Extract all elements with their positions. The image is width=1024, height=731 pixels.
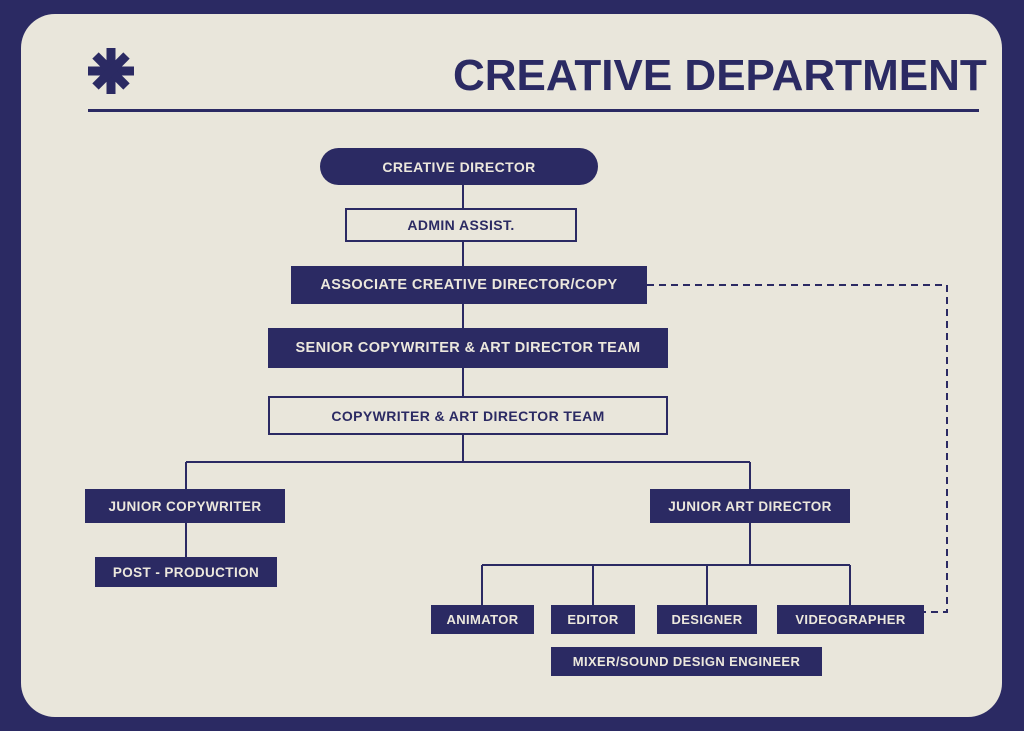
- org-node-junior-copywriter: JUNIOR COPYWRITER: [85, 489, 285, 523]
- title-underline: [88, 109, 979, 112]
- org-node-designer: DESIGNER: [657, 605, 757, 634]
- org-node-associate-creative-director-copy: ASSOCIATE CREATIVE DIRECTOR/COPY: [291, 266, 647, 304]
- page-title: CREATIVE DEPARTMENT: [453, 51, 987, 100]
- org-node-mixer-sound-design-engineer: MIXER/SOUND DESIGN ENGINEER: [551, 647, 822, 676]
- org-node-editor: EDITOR: [551, 605, 635, 634]
- org-node-admin-assist: ADMIN ASSIST.: [345, 208, 577, 242]
- org-node-animator: ANIMATOR: [431, 605, 534, 634]
- org-node-post-production: POST - PRODUCTION: [95, 557, 277, 587]
- org-node-creative-director: CREATIVE DIRECTOR: [320, 148, 598, 185]
- asterisk-icon: [88, 48, 134, 94]
- org-node-videographer: VIDEOGRAPHER: [777, 605, 924, 634]
- org-node-junior-art-director: JUNIOR ART DIRECTOR: [650, 489, 850, 523]
- org-node-copywriter-art-director-team: COPYWRITER & ART DIRECTOR TEAM: [268, 396, 668, 435]
- org-node-senior-copywriter-art-director-team: SENIOR COPYWRITER & ART DIRECTOR TEAM: [268, 328, 668, 368]
